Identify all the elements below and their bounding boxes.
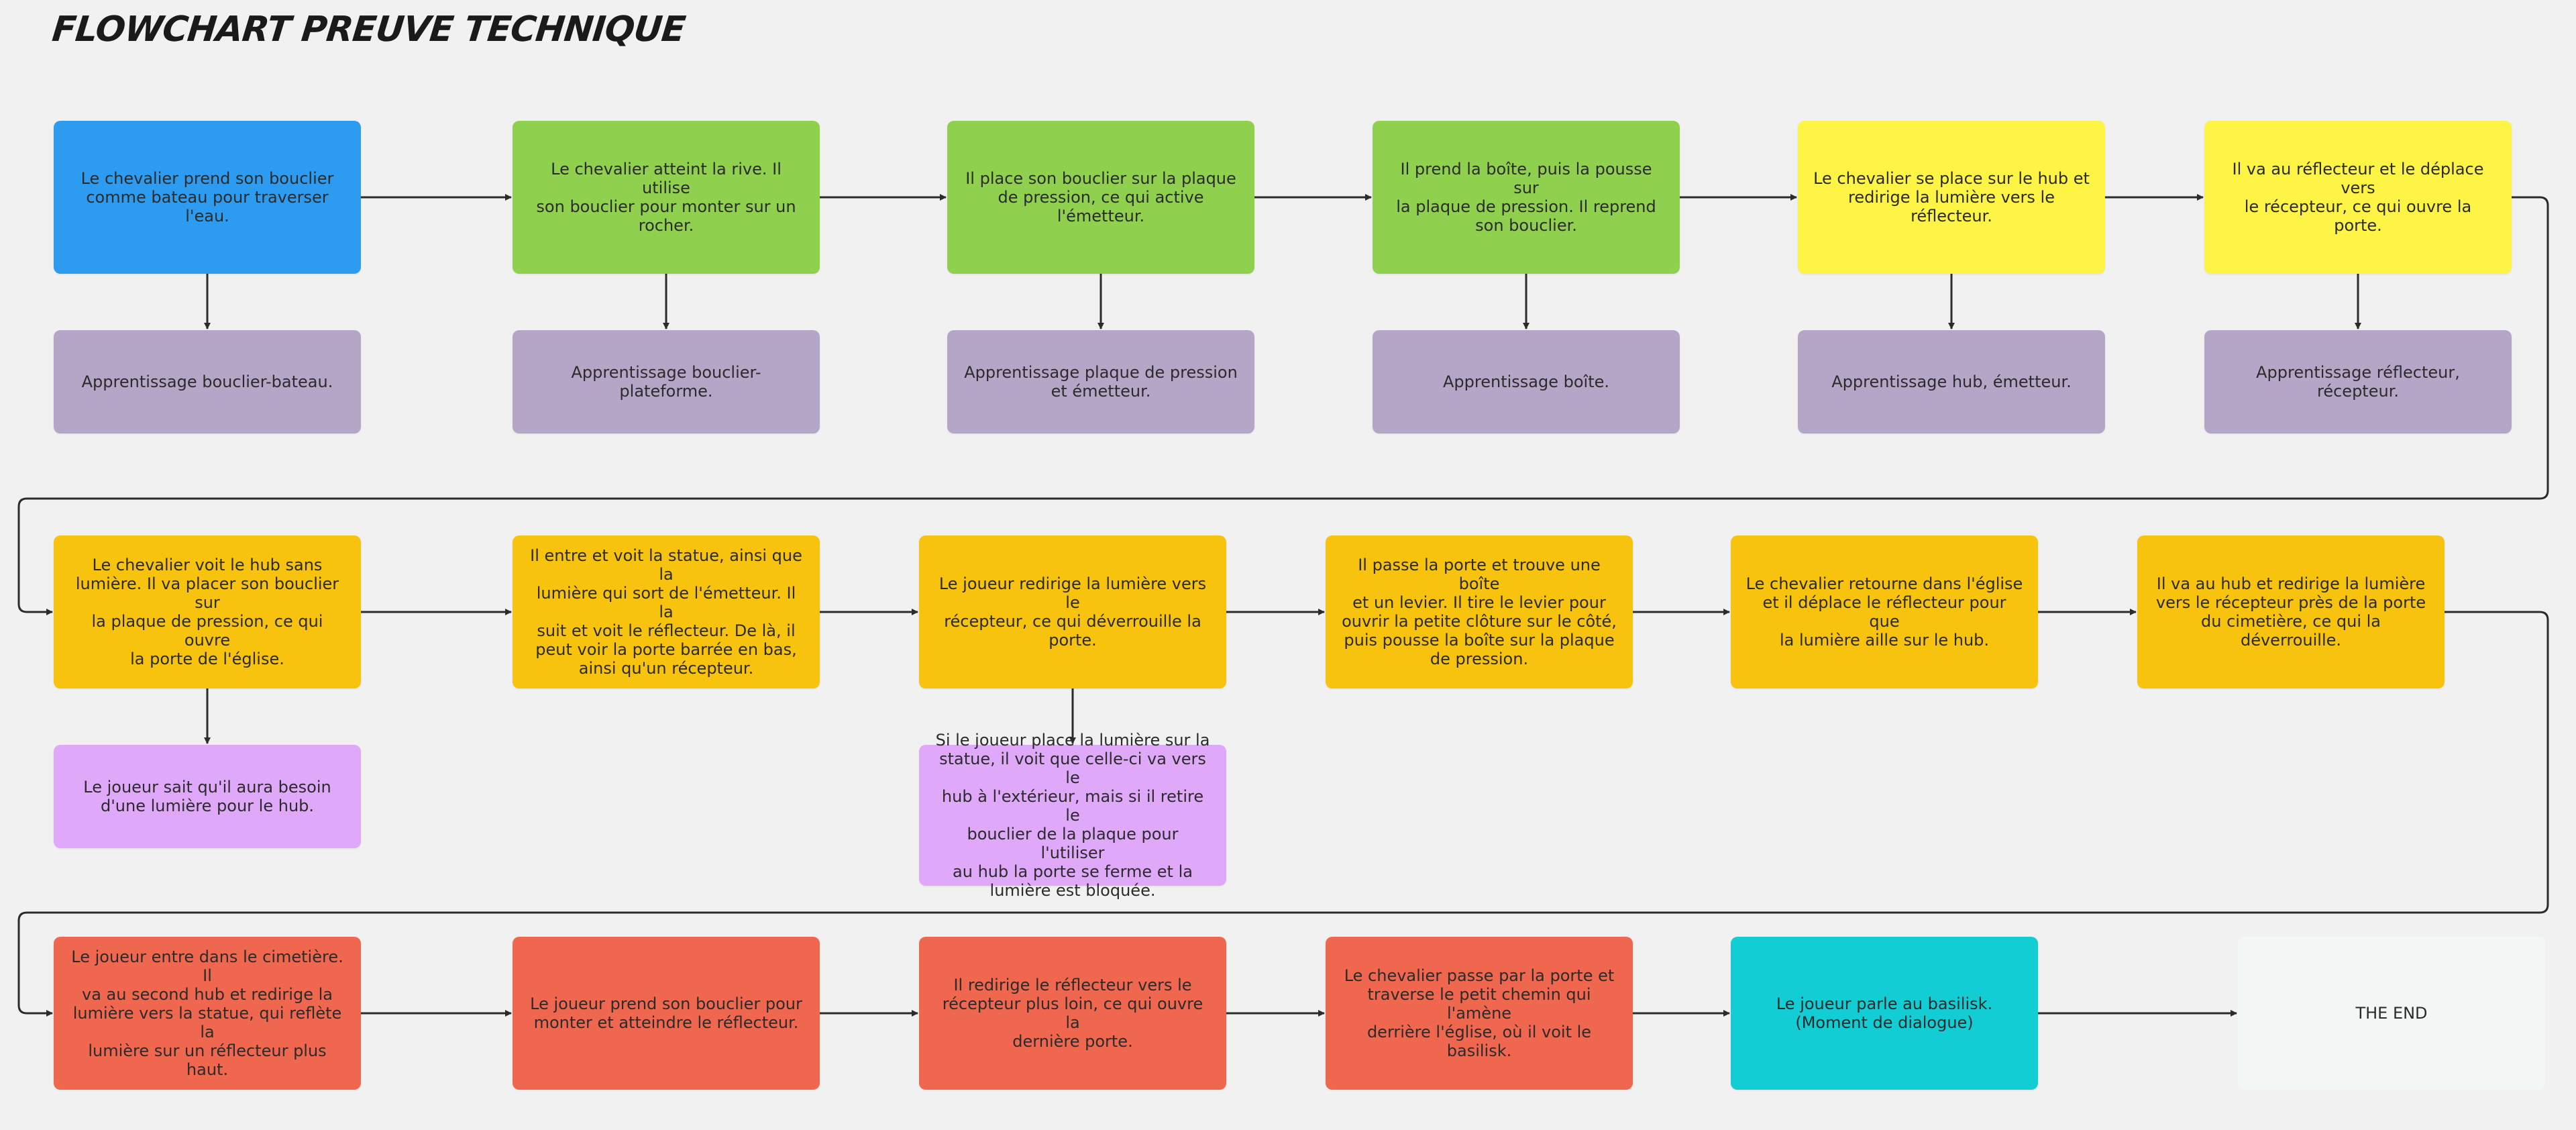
flow-node-text: Le joueur redirige la lumière vers le ré… — [938, 574, 1207, 650]
flow-node-text: Le chevalier atteint la rive. Il utilise… — [536, 159, 796, 236]
flow-node-a4[interactable]: Apprentissage boîte. — [1373, 330, 1680, 433]
flow-node-b5[interactable]: Le joueur parle au basilisk. (Moment de … — [1731, 937, 2038, 1090]
flow-node-n5[interactable]: Le chevalier se place sur le hub et redi… — [1798, 121, 2105, 274]
flow-node-text: Apprentissage bouclier-plateforme. — [571, 362, 761, 401]
flow-node-text: Le joueur entre dans le cimetière. Il va… — [71, 947, 343, 1080]
flow-node-text: Si le joueur place la lumière sur la sta… — [935, 730, 1210, 901]
flow-node-text: Il place son bouclier sur la plaque de p… — [965, 168, 1236, 226]
flow-node-n2[interactable]: Le chevalier atteint la rive. Il utilise… — [513, 121, 820, 274]
flow-node-a6[interactable]: Apprentissage réflecteur, récepteur. — [2204, 330, 2512, 433]
flow-node-n6[interactable]: Il va au réflecteur et le déplace vers l… — [2204, 121, 2512, 274]
flow-node-p2[interactable]: Si le joueur place la lumière sur la sta… — [919, 731, 1226, 900]
flow-node-text: Le joueur sait qu'il aura besoin d'une l… — [83, 777, 331, 815]
flow-node-text: Il va au hub et redirige la lumière vers… — [2155, 574, 2426, 650]
flow-node-a2[interactable]: Apprentissage bouclier-plateforme. — [513, 330, 820, 433]
flow-node-text: Le chevalier prend son bouclier comme ba… — [80, 168, 334, 226]
flow-node-text: Le chevalier se place sur le hub et redi… — [1813, 168, 2090, 226]
flow-node-m3[interactable]: Le joueur redirige la lumière vers le ré… — [919, 535, 1226, 688]
flow-node-m4[interactable]: Il passe la porte et trouve une boîte et… — [1326, 535, 1633, 688]
flow-node-text: Apprentissage réflecteur, récepteur. — [2256, 362, 2460, 401]
flow-node-text: Le chevalier voit le hub sans lumière. I… — [75, 555, 339, 669]
flow-node-a3[interactable]: Apprentissage plaque de pression et émet… — [947, 330, 1254, 433]
flow-node-p1[interactable]: Le joueur sait qu'il aura besoin d'une l… — [54, 745, 361, 848]
flow-node-text: Il entre et voit la statue, ainsi que la… — [530, 546, 802, 678]
flow-node-text: Le joueur parle au basilisk. (Moment de … — [1776, 994, 1993, 1032]
connector-n6-m1 — [17, 196, 2549, 615]
flow-node-text: Le chevalier passe par la porte et trave… — [1344, 966, 1615, 1061]
flow-node-m2[interactable]: Il entre et voit la statue, ainsi que la… — [513, 535, 820, 688]
flow-node-b2[interactable]: Le joueur prend son bouclier pour monter… — [513, 937, 820, 1090]
flow-node-text: Le chevalier retourne dans l'église et i… — [1746, 574, 2023, 650]
flow-node-n4[interactable]: Il prend la boîte, puis la pousse sur la… — [1373, 121, 1680, 274]
flow-node-b6[interactable]: THE END — [2238, 937, 2545, 1090]
flow-node-m1[interactable]: Le chevalier voit le hub sans lumière. I… — [54, 535, 361, 688]
flow-node-a5[interactable]: Apprentissage hub, émetteur. — [1798, 330, 2105, 433]
flow-node-text: Le joueur prend son bouclier pour monter… — [530, 994, 802, 1032]
flow-node-text: Il va au réflecteur et le déplace vers l… — [2232, 159, 2484, 236]
flow-node-text: Il prend la boîte, puis la pousse sur la… — [1396, 159, 1656, 236]
flow-node-a1[interactable]: Apprentissage bouclier-bateau. — [54, 330, 361, 433]
flow-node-b1[interactable]: Le joueur entre dans le cimetière. Il va… — [54, 937, 361, 1090]
flow-node-text: Apprentissage hub, émetteur. — [1831, 372, 2072, 391]
connector-m6-b1 — [17, 611, 2549, 1017]
flow-node-m6[interactable]: Il va au hub et redirige la lumière vers… — [2137, 535, 2445, 688]
flow-node-n3[interactable]: Il place son bouclier sur la plaque de p… — [947, 121, 1254, 274]
flow-node-n1[interactable]: Le chevalier prend son bouclier comme ba… — [54, 121, 361, 274]
flow-node-b4[interactable]: Le chevalier passe par la porte et trave… — [1326, 937, 1633, 1090]
flow-node-text: THE END — [2355, 1003, 2428, 1023]
flow-node-text: Il redirige le réflecteur vers le récept… — [942, 975, 1203, 1051]
flow-node-text: Il passe la porte et trouve une boîte et… — [1342, 555, 1617, 669]
flow-node-text: Apprentissage bouclier-bateau. — [81, 372, 333, 391]
flow-node-m5[interactable]: Le chevalier retourne dans l'église et i… — [1731, 535, 2038, 688]
flow-node-text: Apprentissage plaque de pression et émet… — [964, 362, 1238, 401]
flow-node-b3[interactable]: Il redirige le réflecteur vers le récept… — [919, 937, 1226, 1090]
flow-node-text: Apprentissage boîte. — [1442, 372, 1609, 391]
